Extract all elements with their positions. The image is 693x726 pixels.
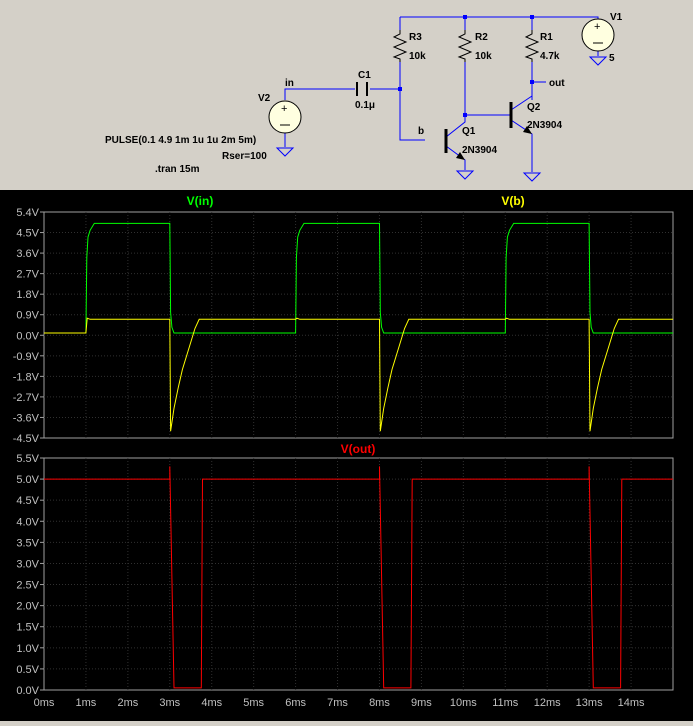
series-label-vout[interactable]: V(out) xyxy=(341,442,376,456)
y-tick-label: 1.8V xyxy=(16,289,39,301)
y-tick-label: 3.0V xyxy=(16,558,39,570)
r1-value: 4.7k xyxy=(540,51,560,62)
y-tick-label: -1.8V xyxy=(13,371,40,383)
x-tick-label: 3ms xyxy=(159,697,180,709)
r3-value: 10k xyxy=(409,51,426,62)
ground-icon xyxy=(275,147,295,157)
x-tick-label: 8ms xyxy=(369,697,390,709)
net-label-out: out xyxy=(549,78,565,89)
plot-bottom-x-ticks: 0ms 1ms 2ms 3ms 4ms 5ms 6ms 7ms 8ms 9ms 10ms 11ms 12… xyxy=(34,697,645,709)
schematic-canvas[interactable]: + + R3 10k R2 10k R1 4.7k C1 0.1μ Q1 2N3… xyxy=(0,0,693,188)
y-tick-label: -0.9V xyxy=(13,351,40,363)
c1-name: C1 xyxy=(358,70,371,81)
ground-icon xyxy=(522,172,542,182)
plot-top-series xyxy=(44,222,673,432)
y-tick-label: 4.0V xyxy=(16,516,39,528)
y-tick-label: 1.5V xyxy=(16,622,39,634)
y-tick-label: 2.5V xyxy=(16,580,39,592)
series-line-vb xyxy=(44,317,673,432)
plot-bottom-y-ticks: 5.5V 5.0V 4.5V 4.0V 3.5V 3.0V 2.5V 2.0V 1.5V 1.0V… xyxy=(16,453,44,697)
plot-top-frame xyxy=(43,211,674,439)
ground-icon xyxy=(455,170,475,180)
y-tick-label: 0.9V xyxy=(16,310,39,322)
y-tick-label: -2.7V xyxy=(13,392,40,404)
x-tick-label: 11ms xyxy=(492,697,519,709)
plot-top-y-ticks: 5.4V 4.5V 3.6V 2.7V 1.8V 0.9V 0.0V -0.9V -1.8V -2… xyxy=(13,207,44,445)
r1-name: R1 xyxy=(540,32,553,43)
ground-icon xyxy=(588,56,608,66)
x-tick-label: 2ms xyxy=(117,697,138,709)
q2-name: Q2 xyxy=(527,102,541,113)
r1-symbol xyxy=(524,30,540,62)
plot-bottom-frame xyxy=(43,457,674,691)
series-label-vin[interactable]: V(in) xyxy=(187,194,214,208)
junction-dots xyxy=(398,15,534,117)
waveform-viewer[interactable]: 5.4V 4.5V 3.6V 2.7V 1.8V 0.9V 0.0V -0.9V -1.8V -2… xyxy=(0,190,693,721)
svg-text:+: + xyxy=(281,103,287,115)
v2-pulse-spec: PULSE(0.1 4.9 1m 1u 1u 2m 5m) xyxy=(105,135,256,146)
x-tick-label: 7ms xyxy=(327,697,348,709)
x-tick-label: 6ms xyxy=(285,697,306,709)
r3-name: R3 xyxy=(409,32,422,43)
y-tick-label: 0.5V xyxy=(16,664,39,676)
q1-model: 2N3904 xyxy=(462,145,497,156)
x-tick-label: 1ms xyxy=(76,697,97,709)
x-tick-label: 14ms xyxy=(618,697,645,709)
v2-rser: Rser=100 xyxy=(222,151,267,162)
net-label-in: in xyxy=(285,78,294,89)
y-tick-label: 5.0V xyxy=(16,474,39,486)
plot-bottom-series xyxy=(44,466,673,689)
plot-pane-top[interactable]: 5.4V 4.5V 3.6V 2.7V 1.8V 0.9V 0.0V -0.9V -1.8V -2… xyxy=(13,194,674,445)
y-tick-label: 0.0V xyxy=(16,330,39,342)
net-label-b: b xyxy=(418,126,424,137)
r3-symbol xyxy=(392,30,408,62)
y-tick-label: 2.7V xyxy=(16,269,39,281)
x-tick-label: 5ms xyxy=(243,697,264,709)
resistor-symbols xyxy=(392,30,540,62)
x-tick-label: 4ms xyxy=(201,697,222,709)
r2-value: 10k xyxy=(475,51,492,62)
x-tick-label: 13ms xyxy=(576,697,603,709)
plot-pane-bottom[interactable]: 5.5V 5.0V 4.5V 4.0V 3.5V 3.0V 2.5V 2.0V 1.5V 1.0V… xyxy=(16,442,674,709)
v1-source-symbol: + xyxy=(581,18,615,52)
waveform-canvas[interactable]: 5.4V 4.5V 3.6V 2.7V 1.8V 0.9V 0.0V -0.9V -1.8V -2… xyxy=(0,190,693,721)
x-tick-label: 9ms xyxy=(411,697,432,709)
r2-name: R2 xyxy=(475,32,488,43)
y-tick-label: 5.5V xyxy=(16,453,39,465)
transistor-bars xyxy=(444,102,513,153)
c1-symbol xyxy=(356,82,368,96)
y-tick-label: 2.0V xyxy=(16,601,39,613)
q1-name: Q1 xyxy=(462,126,476,137)
v2-name: V2 xyxy=(258,93,271,104)
r2-symbol xyxy=(457,30,473,62)
series-line-vin xyxy=(44,222,673,334)
transistor-arrows xyxy=(456,126,532,160)
x-tick-label: 0ms xyxy=(34,697,55,709)
series-line-vout xyxy=(44,466,673,689)
v2-source-symbol: + xyxy=(268,100,302,134)
y-tick-label: -4.5V xyxy=(13,433,40,445)
tran-directive: .tran 15m xyxy=(155,164,200,175)
x-tick-label: 10ms xyxy=(450,697,477,709)
y-tick-label: -3.6V xyxy=(13,412,40,424)
y-tick-label: 3.5V xyxy=(16,537,39,549)
y-tick-label: 4.5V xyxy=(16,495,39,507)
series-label-vb[interactable]: V(b) xyxy=(501,194,524,208)
y-tick-label: 1.0V xyxy=(16,643,39,655)
y-tick-label: 5.4V xyxy=(16,207,39,219)
ground-symbols xyxy=(275,56,608,182)
x-tick-label: 12ms xyxy=(534,697,561,709)
y-tick-label: 3.6V xyxy=(16,248,39,260)
svg-text:+: + xyxy=(594,21,600,33)
v1-name: V1 xyxy=(610,12,623,23)
schematic-pane[interactable]: + + R3 10k R2 10k R1 4.7k C1 0.1μ Q1 2N3… xyxy=(0,0,693,188)
v1-value: 5 xyxy=(609,53,615,64)
y-tick-label: 4.5V xyxy=(16,228,39,240)
q2-model: 2N3904 xyxy=(527,120,562,131)
y-tick-label: 0.0V xyxy=(16,685,39,697)
c1-value: 0.1μ xyxy=(355,100,375,111)
